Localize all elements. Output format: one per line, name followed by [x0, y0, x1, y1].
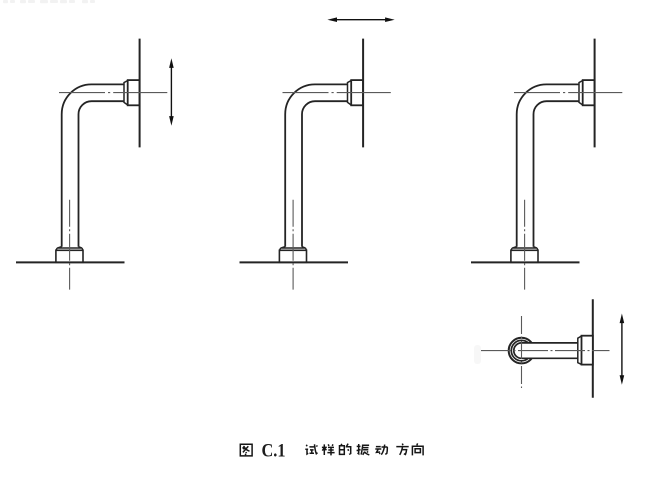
svg-text:C.1: C.1	[262, 441, 286, 461]
